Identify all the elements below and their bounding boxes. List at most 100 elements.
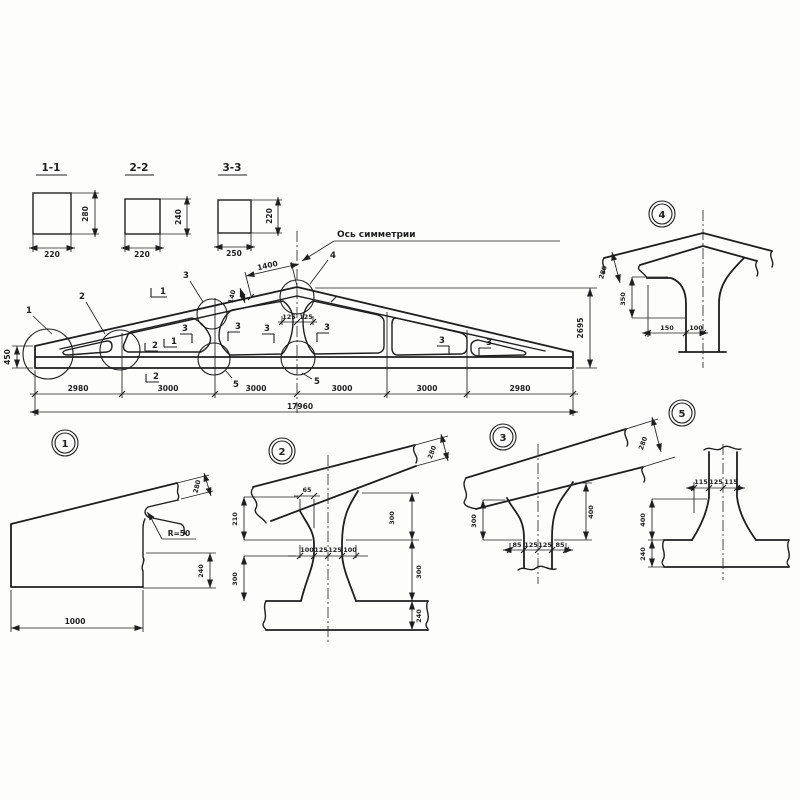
dim-height: 280 [81,206,90,222]
web-openings [62,300,527,357]
detail-callout-circles [22,279,316,380]
section-cut-marks: 1 1 2 2 3 3 3 3 3 3 [144,287,492,383]
dim-panel-1: 2980 [68,384,89,393]
ridge-lines [603,232,773,266]
top-chord-lines [465,428,644,510]
section-3-3: 3-3 220 250 [214,162,282,258]
dim-mid-125l: 125 [314,546,328,554]
dim-300-upper-right: 300 [388,511,396,525]
leader-1: 1 [26,306,32,316]
detail-number: 5 [679,409,686,420]
dim-total: 17960 [287,402,313,411]
leader-4: 4 [330,251,336,261]
dim-115r: 115 [724,478,738,486]
web-member-edges [646,257,745,353]
section-outline [124,198,161,235]
apex-dims: 125 125 [278,313,317,326]
dim-280-chord: 280 [426,444,438,460]
detail-4: 4 280 350 150 100 [597,200,774,368]
dim-panel-6: 2980 [510,384,531,393]
detail-2: 2 65 210 100 125 125 100 300 300 300 240 [231,433,450,642]
detail-5: 5 115 125 115 400 240 [639,399,790,580]
dim-125-left: 125 [282,313,296,321]
dim-height: 240 [174,209,183,225]
dim-240-chord: 240 [415,609,423,623]
dim-width: 250 [226,249,242,258]
dim-280: 280 [192,479,203,495]
mark-3b: 3 [235,322,241,332]
dim-width: 220 [44,250,60,259]
web-member-edges [506,481,574,569]
mark-1a: 1 [160,287,166,297]
dim-125l: 125 [524,541,538,549]
dim-mid-100l: 100 [300,546,314,554]
cross-sections: 1-1 280 220 2-2 240 220 3-3 [29,162,282,259]
section-1-1: 1-1 280 220 [29,162,99,259]
slope-dims: 1400 140 [227,259,338,305]
dim-mid-100r: 100 [343,546,357,554]
dim-height: 220 [265,208,274,224]
section-outline [217,199,252,234]
mark-2b: 2 [153,372,159,382]
detail-1: 1 R=50 1000 280 240 [10,429,216,632]
bottom-chord-lines [265,600,429,631]
section-title: 2-2 [130,162,149,174]
dim-1400: 1400 [256,259,278,272]
dim-300-lower-right: 300 [415,565,423,579]
dim-125r: 125 [538,541,552,549]
dim-350: 350 [619,292,627,306]
dim-panel-3: 3000 [246,384,267,393]
dim-140: 140 [227,289,238,305]
section-title: 1-1 [42,162,61,174]
leader-3: 3 [183,271,189,281]
dim-65: 65 [302,486,312,494]
dim-panel-4: 3000 [332,384,353,393]
dim-450: 450 [3,349,12,365]
dim-300: 300 [470,514,478,528]
leader-5a: 5 [233,380,239,390]
height-dim: 2695 [315,287,597,369]
dim-85r: 85 [555,541,565,549]
leader-5b: 5 [314,377,320,387]
web-member-edges [691,451,757,541]
mark-3e: 3 [439,336,445,346]
dim-2695: 2695 [576,318,585,339]
end-height-dim: 450 [3,345,33,369]
dim-300-left: 300 [231,572,239,586]
section-outline [32,192,72,235]
detail-number: 4 [659,210,666,221]
radius-callout: R=50 [168,529,191,538]
truss-outline [34,286,574,369]
mark-3a: 3 [182,324,188,334]
dim-100: 100 [689,324,703,332]
dim-125: 125 [709,478,723,486]
dim-125-right: 125 [299,313,313,321]
truss-elevation: Ось симметрии 1 2 [3,230,597,416]
web-member-edges [299,490,359,602]
dim-panel-5: 3000 [417,384,438,393]
dim-240: 240 [197,564,205,578]
dim-85l: 85 [512,541,522,549]
detail-number: 1 [62,439,69,450]
detail-3: 3 300 400 280 85 125 125 85 [463,416,676,584]
mark-3c: 3 [264,324,270,334]
dim-150: 150 [660,324,674,332]
panel-dims: 2980 3000 3000 3000 3000 2980 17960 [30,384,578,415]
bottom-chord-lines [663,539,790,568]
dim-210: 210 [231,512,239,526]
axis-label: Ось симметрии [337,230,416,240]
dim-240: 240 [639,547,647,561]
dim-400: 400 [639,513,647,527]
detail-number: 2 [279,447,286,458]
dim-400: 400 [587,505,595,519]
dim-280: 280 [597,264,609,280]
section-title: 3-3 [223,162,242,174]
mark-3f: 3 [486,338,492,348]
detail-number: 3 [500,433,507,444]
mark-1b: 1 [171,337,177,347]
dim-panel-2: 3000 [158,384,179,393]
leader-2: 2 [79,292,85,302]
dim-1000: 1000 [65,617,86,626]
